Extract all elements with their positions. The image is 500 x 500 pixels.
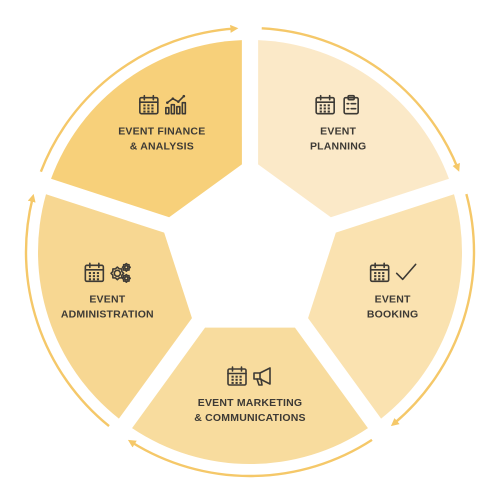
segment-group <box>37 40 462 465</box>
ring-arrow-marketing <box>127 438 373 478</box>
segment-administration-label-line-2: ADMINISTRATION <box>61 308 154 320</box>
segment-booking-content: EVENT BOOKING <box>367 262 419 320</box>
megaphone-icon <box>253 367 271 386</box>
segment-booking <box>308 194 462 419</box>
segment-content-group: EVENT PLANNING EVENT BOOKING EVENT MARKETING… <box>61 94 419 424</box>
checklist-icon <box>343 94 359 115</box>
ring-arrow-finance <box>39 24 239 173</box>
ring-arrow-administration <box>24 193 110 428</box>
calendar-icon <box>369 262 390 283</box>
segment-marketing-label-line-2: & COMMUNICATIONS <box>194 412 306 424</box>
ring-arrow-planning <box>261 27 460 172</box>
ring-arrow-booking <box>390 193 476 427</box>
segment-planning-label-line-1: EVENT <box>320 126 356 138</box>
segment-administration <box>37 194 192 419</box>
segment-marketing-label-line-1: EVENT MARKETING <box>198 397 303 409</box>
segment-finance <box>51 40 242 218</box>
segment-administration-label-line-1: EVENT <box>89 293 125 305</box>
cycle-ring <box>24 24 476 478</box>
segment-marketing-content: EVENT MARKETING & COMMUNICATIONS <box>194 366 306 424</box>
segment-booking-label-line-1: EVENT <box>375 293 411 305</box>
segment-booking-label-line-2: BOOKING <box>367 308 419 320</box>
calendar-icon <box>227 366 247 386</box>
gears-icon <box>110 262 131 283</box>
calendar-icon <box>315 94 335 115</box>
segment-marketing <box>132 327 368 465</box>
segment-planning <box>258 40 449 218</box>
segment-planning-label-line-2: PLANNING <box>310 141 366 153</box>
analytics-chart-icon <box>165 94 187 115</box>
calendar-icon <box>139 94 159 115</box>
segment-finance-label-line-2: & ANALYSIS <box>130 141 194 153</box>
segment-planning-content: EVENT PLANNING <box>310 94 366 153</box>
segment-finance-content: EVENT FINANCE & ANALYSIS <box>118 94 205 153</box>
segment-finance-label-line-1: EVENT FINANCE <box>118 126 205 138</box>
calendar-icon <box>84 262 105 283</box>
segment-administration-content: EVENT ADMINISTRATION <box>61 262 154 320</box>
checkmark-icon <box>395 263 417 281</box>
